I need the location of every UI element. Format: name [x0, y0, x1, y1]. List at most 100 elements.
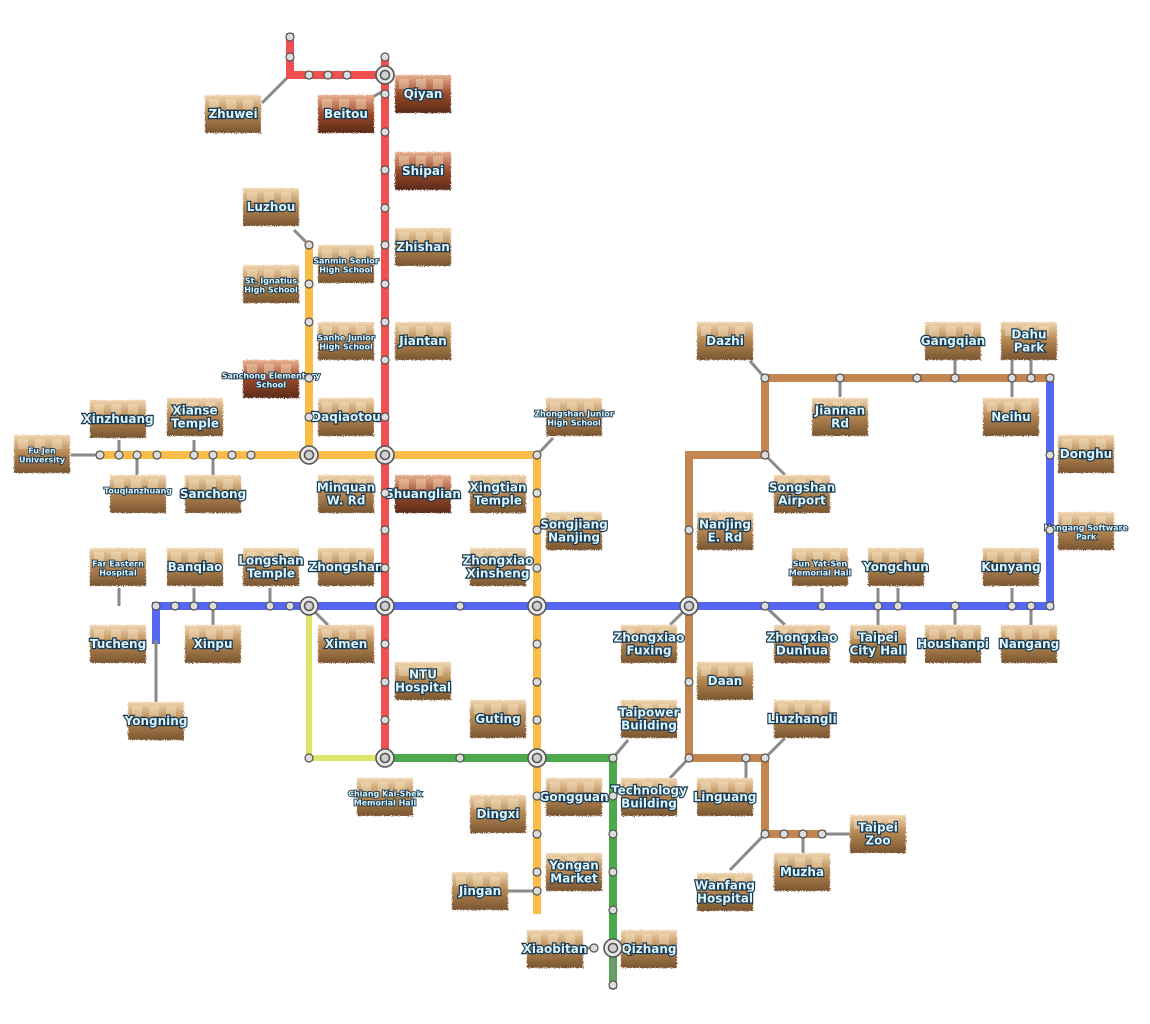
transfer-station[interactable]: [299, 596, 319, 616]
station-dot[interactable]: [760, 373, 770, 383]
station-dot[interactable]: [912, 373, 922, 383]
station-dot[interactable]: [532, 450, 542, 460]
station-dot[interactable]: [873, 601, 883, 611]
station-dot[interactable]: [608, 753, 618, 763]
station-dot[interactable]: [1026, 601, 1036, 611]
station-dot[interactable]: [684, 753, 694, 763]
station-dot[interactable]: [380, 355, 390, 365]
station-dot[interactable]: [1007, 601, 1017, 611]
station-dot[interactable]: [532, 563, 542, 573]
transfer-station[interactable]: [603, 938, 623, 958]
station-dot[interactable]: [798, 829, 808, 839]
station-dot[interactable]: [532, 488, 542, 498]
station-dot[interactable]: [589, 943, 599, 953]
station-dot[interactable]: [342, 70, 352, 80]
station-dot[interactable]: [532, 639, 542, 649]
station-dot[interactable]: [304, 70, 314, 80]
station-dot[interactable]: [380, 89, 390, 99]
station-dot[interactable]: [189, 450, 199, 460]
station-dot[interactable]: [455, 753, 465, 763]
station-dot[interactable]: [532, 886, 542, 896]
station-dot[interactable]: [1007, 373, 1017, 383]
station-dot[interactable]: [285, 52, 295, 62]
station-dot[interactable]: [380, 639, 390, 649]
station-dot[interactable]: [285, 601, 295, 611]
station-dot[interactable]: [380, 677, 390, 687]
station-dot[interactable]: [608, 829, 618, 839]
station-dot[interactable]: [380, 488, 390, 498]
station-dot[interactable]: [1045, 373, 1055, 383]
station-dot[interactable]: [380, 317, 390, 327]
station-dot[interactable]: [532, 829, 542, 839]
station-dot[interactable]: [380, 165, 390, 175]
station-dot[interactable]: [380, 563, 390, 573]
transfer-station[interactable]: [527, 596, 547, 616]
station-dot[interactable]: [227, 450, 237, 460]
station-dot[interactable]: [380, 412, 390, 422]
station-dot[interactable]: [380, 127, 390, 137]
transfer-station[interactable]: [527, 748, 547, 768]
station-dot[interactable]: [304, 753, 314, 763]
station-dot[interactable]: [760, 450, 770, 460]
station-dot[interactable]: [950, 373, 960, 383]
station-dot[interactable]: [304, 279, 314, 289]
station-dot[interactable]: [304, 317, 314, 327]
station-dot[interactable]: [684, 525, 694, 535]
station-dot[interactable]: [132, 450, 142, 460]
station-dot[interactable]: [380, 715, 390, 725]
station-dot[interactable]: [151, 601, 161, 611]
transfer-station[interactable]: [375, 596, 395, 616]
station-dot[interactable]: [950, 601, 960, 611]
station-dot[interactable]: [532, 525, 542, 535]
station-dot[interactable]: [1045, 525, 1055, 535]
station-dot[interactable]: [684, 677, 694, 687]
station-dot[interactable]: [380, 52, 390, 62]
station-dot[interactable]: [304, 412, 314, 422]
station-dot[interactable]: [608, 980, 618, 990]
station-dot[interactable]: [114, 450, 124, 460]
transfer-station[interactable]: [299, 445, 319, 465]
station-dot[interactable]: [760, 601, 770, 611]
station-dot[interactable]: [608, 905, 618, 915]
station-dot[interactable]: [323, 70, 333, 80]
transfer-station[interactable]: [375, 748, 395, 768]
station-dot[interactable]: [455, 601, 465, 611]
station-dot[interactable]: [741, 753, 751, 763]
station-dot[interactable]: [608, 791, 618, 801]
station-dot[interactable]: [265, 601, 275, 611]
station-dot[interactable]: [1045, 601, 1055, 611]
station-dot[interactable]: [532, 791, 542, 801]
station-dot[interactable]: [760, 829, 770, 839]
station-dot[interactable]: [817, 829, 827, 839]
station-photo: [850, 625, 906, 663]
station-dot[interactable]: [779, 829, 789, 839]
station-dot[interactable]: [1026, 373, 1036, 383]
station-dot[interactable]: [380, 279, 390, 289]
station-dot[interactable]: [760, 753, 770, 763]
transfer-station[interactable]: [375, 65, 395, 85]
station-dot[interactable]: [380, 203, 390, 213]
station-dot[interactable]: [170, 601, 180, 611]
station-dot[interactable]: [532, 677, 542, 687]
transfer-station[interactable]: [375, 445, 395, 465]
station-dot[interactable]: [152, 450, 162, 460]
station-dot[interactable]: [304, 373, 314, 383]
station-dot[interactable]: [285, 32, 295, 42]
station-dot[interactable]: [95, 450, 105, 460]
station-dot[interactable]: [208, 450, 218, 460]
station-dot[interactable]: [304, 240, 314, 250]
station-dot[interactable]: [608, 867, 618, 877]
station-dot[interactable]: [380, 240, 390, 250]
transfer-station[interactable]: [679, 596, 699, 616]
station-dot[interactable]: [532, 715, 542, 725]
station-dot[interactable]: [246, 450, 256, 460]
station-dot[interactable]: [1045, 450, 1055, 460]
station-dot[interactable]: [835, 373, 845, 383]
station-dot[interactable]: [380, 525, 390, 535]
station-dot[interactable]: [893, 601, 903, 611]
station-dot[interactable]: [532, 867, 542, 877]
station-dot[interactable]: [208, 601, 218, 611]
station-dot[interactable]: [189, 601, 199, 611]
station-dot[interactable]: [817, 601, 827, 611]
